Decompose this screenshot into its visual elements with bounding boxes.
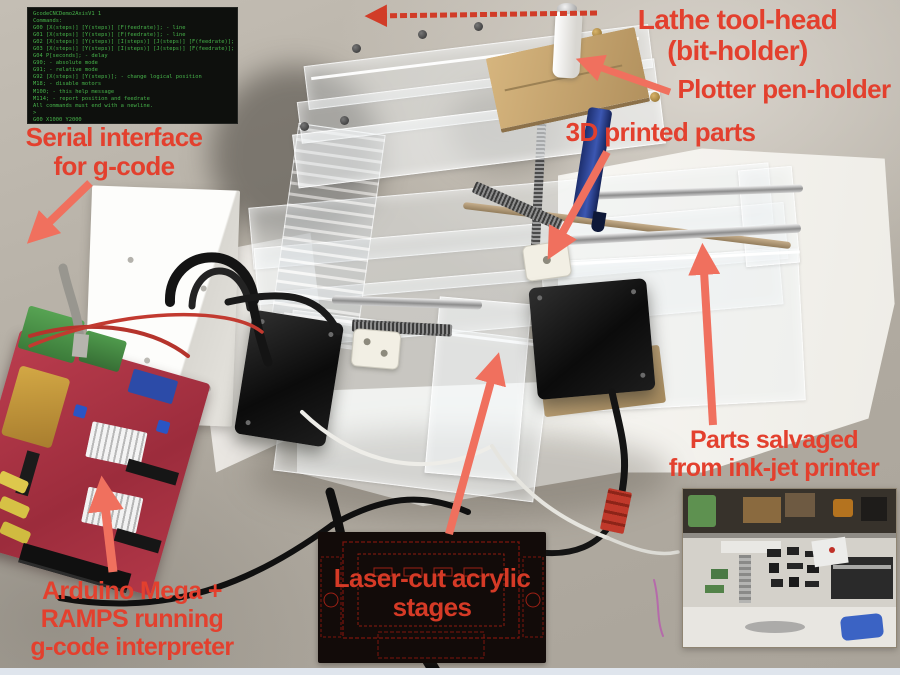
terminal-line: >	[33, 109, 37, 116]
label-arduino-line1: Arduino Mega +	[42, 577, 222, 605]
inset-part	[769, 563, 779, 573]
motor-screw	[630, 288, 637, 295]
motor-screw	[537, 295, 543, 301]
terminal-line: G04 P[seconds]; - delay	[33, 53, 108, 60]
label-plotter-line1: Plotter pen-holder	[677, 74, 891, 104]
lasercut-cad-panel: Laser-cut acrylic stages	[318, 532, 546, 663]
label-lasercut: Laser-cut acrylic stages	[318, 563, 546, 623]
screw-hole	[200, 285, 207, 292]
ramps-arduino-board	[0, 303, 225, 611]
brass-screw	[592, 28, 602, 38]
label-lathe-tool-head: Lathe tool-head (bit-holder)	[585, 4, 890, 67]
screw-head	[380, 349, 388, 358]
inset-shadow	[745, 621, 805, 633]
inset-part	[805, 551, 815, 557]
inset-part	[787, 563, 803, 569]
inset-green-pcb	[711, 569, 728, 579]
label-parts-salvaged: Parts salvaged from ink-jet printer	[650, 426, 898, 482]
label-serial-line1: Serial interface	[25, 122, 203, 152]
inset-metal-rail	[739, 555, 751, 603]
magenta-wire	[653, 579, 664, 637]
inset-printer-chassis	[831, 557, 893, 599]
screw-head	[363, 337, 371, 346]
screw-hole	[127, 256, 134, 263]
terminal-line: G92 [X(steps)] [Y(steps)]; - change logi…	[33, 74, 202, 81]
screw-head	[542, 255, 552, 265]
terminal-line: G00 [X(steps)] [Y(steps)] [F(feedrate)];…	[33, 25, 186, 32]
stepper-motor-right	[528, 278, 656, 400]
label-arduino-line3: g-code interpreter	[30, 633, 234, 661]
inset-red-dot	[829, 547, 835, 553]
terminal-line: Commands:	[33, 18, 63, 25]
terminal-line: G02 [X(steps)] [Y(steps)] [I(steps)] [J(…	[33, 39, 235, 46]
inset-part	[807, 565, 819, 573]
terminal-line: G90; - absolute mode	[33, 60, 98, 67]
hex-screw	[474, 22, 483, 31]
bottom-border-strip	[0, 668, 900, 675]
terminal-line: M114; - report position and feedrate	[33, 95, 150, 102]
hex-screw	[300, 122, 309, 131]
terminal-line: G01 [X(steps)] [Y(steps)] [F(feedrate)];…	[33, 32, 186, 39]
inset-photo-printer-parts	[682, 488, 897, 648]
white-wire	[606, 536, 680, 556]
label-arduino-line2: RAMPS running	[40, 605, 224, 633]
arrow-serial-interface	[26, 180, 93, 244]
label-lasercut-line2: stages	[392, 592, 472, 623]
terminal-line: M100; - this help message	[33, 88, 115, 95]
label-lasercut-line1: Laser-cut acrylic	[333, 563, 531, 593]
inset-brown-box	[743, 497, 781, 523]
inset-metal-bar	[833, 565, 891, 569]
inset-green-pcb	[705, 585, 724, 593]
label-lathe-line1: Lathe tool-head	[637, 4, 838, 35]
inset-blue-object	[839, 612, 885, 642]
white-bit-holder-cylinder	[552, 9, 583, 79]
printed-nut-block	[521, 239, 573, 283]
terminal-line: GcodeCNCDemo2AxisV1 1	[33, 11, 102, 17]
bit-holder-metal-cap	[557, 3, 577, 14]
label-arduino-ramps: Arduino Mega + RAMPS running g-code inte…	[8, 577, 256, 661]
label-serial-interface: Serial interface for g-code	[18, 122, 210, 182]
terminal-line: G03 [X(steps)] [Y(steps)] [I(steps)] [J(…	[33, 46, 235, 53]
inset-green-bottles	[688, 495, 716, 527]
inset-shelf-background	[683, 489, 896, 537]
hex-screw	[340, 116, 349, 125]
motor-screw	[328, 331, 334, 338]
label-salvaged-line2: from ink-jet printer	[668, 454, 880, 482]
inset-part	[787, 547, 799, 555]
terminal-line: G00 X1000 Y2000	[33, 116, 82, 123]
inset-part	[789, 577, 799, 587]
inset-white-tray	[721, 541, 781, 553]
motor-screw	[259, 318, 265, 325]
inset-part	[767, 549, 781, 557]
brass-screw	[650, 92, 660, 102]
motor-screw	[640, 372, 646, 378]
printed-nut-block	[350, 327, 402, 371]
label-salvaged-line1: Parts salvaged	[689, 426, 859, 454]
inset-part	[771, 579, 783, 587]
hex-screw	[418, 30, 427, 39]
label-3d-printed-parts: 3D printed parts	[553, 117, 768, 147]
terminal-line: M18; - disable motors	[33, 81, 102, 88]
terminal-line: G91; - relative mode	[33, 67, 98, 74]
terminal-line: All commands must end with a newline.	[33, 102, 154, 109]
inset-dark-item	[861, 497, 887, 521]
hex-screw	[352, 44, 361, 53]
inset-orange-item	[833, 499, 853, 517]
motor-screw	[245, 419, 251, 426]
inset-part	[805, 581, 819, 587]
label-lathe-line2: (bit-holder)	[667, 35, 808, 67]
label-plotter-pen-holder: Plotter pen-holder	[668, 74, 900, 104]
label-printed3d-line1: 3D printed parts	[565, 117, 756, 147]
label-serial-line2: for g-code	[53, 151, 175, 182]
gcode-serial-terminal: GcodeCNCDemo2AxisV1 1 Commands: G00 [X(s…	[27, 7, 238, 124]
inset-brown-box	[785, 493, 815, 517]
stepper-motor-left	[233, 309, 345, 448]
inset-shelf-edge	[683, 533, 896, 538]
